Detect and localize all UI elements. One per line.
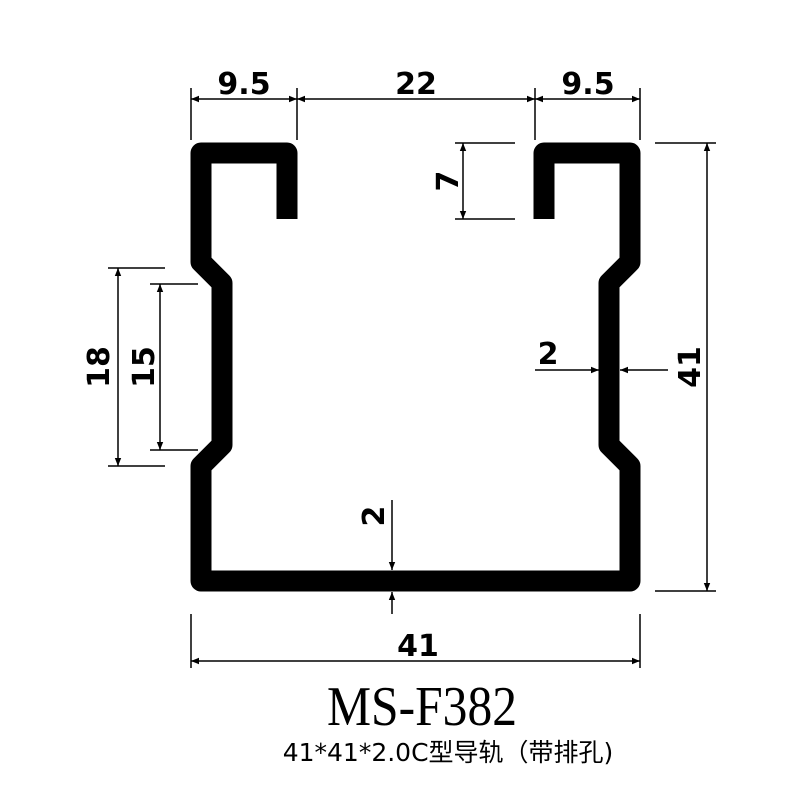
dim-lip-depth: 7 <box>431 171 466 192</box>
model-title: MS-F382 <box>327 676 517 738</box>
top-dimensions: 9.5 22 9.5 <box>190 67 641 140</box>
dim-side-thickness: 2 <box>538 337 559 372</box>
dim-overall-height: 41 <box>673 346 708 388</box>
width-dimension: 41 <box>190 614 641 668</box>
dim-top-opening: 22 <box>395 67 437 102</box>
model-description: 41*41*2.0C型导轨（带排孔) <box>283 738 614 767</box>
channel-profile <box>190 142 641 592</box>
dim-overall-width: 41 <box>397 629 439 664</box>
height-dimension: 41 <box>655 142 716 592</box>
dim-top-left-lip: 9.5 <box>217 67 270 102</box>
side-thickness-dimension: 2 <box>535 337 668 374</box>
dim-recess-outer: 18 <box>82 346 117 388</box>
dim-top-right-lip: 9.5 <box>561 67 614 102</box>
bottom-thickness-dimension: 2 <box>357 500 396 614</box>
lip-depth-dimension: 7 <box>431 142 515 220</box>
dim-recess-inner: 15 <box>127 346 162 388</box>
dim-bottom-thickness: 2 <box>357 506 392 527</box>
recess-dimensions: 18 15 <box>82 267 198 467</box>
